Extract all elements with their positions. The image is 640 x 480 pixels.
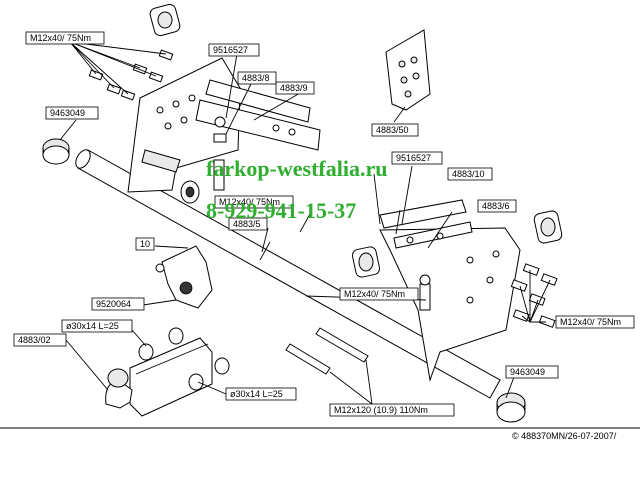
label-bush-top: ø30x14 L=25 [66,321,119,331]
label-4883-9: 4883/9 [280,83,308,93]
label-4883-8: 4883/8 [242,73,270,83]
bolts-right [510,263,558,328]
label-bolt-long: M12x120 (10.9) 110Nm [334,405,428,415]
label-4883-02: 4883/02 [18,335,51,345]
leader-lines [59,41,551,405]
bushings [138,327,230,391]
bolt-center [419,274,431,311]
right-bracket-plate [379,199,521,382]
part-labels: M12x40/ 75Nm 9516527 4883/8 4883/9 4883/… [13,31,635,417]
label-9516527-top: 9516527 [213,45,248,55]
watermark: farkop-westfalia.ru 8-929-941-15-37 [206,156,387,223]
label-4883-5: 4883/5 [233,219,261,229]
washer-right-lower [351,246,381,278]
label-bolt-right-lower: M12x40/ 75Nm [344,289,405,299]
manual-booklet-icon [385,29,431,111]
label-9463049-left: 9463049 [50,108,85,118]
label-4883-10: 4883/10 [452,169,485,179]
ball-neck-carrier [129,337,213,417]
washer-top [149,3,181,37]
washers-mid-left [180,116,227,204]
long-bolts [285,327,369,375]
label-bolt-mid: M12x40/ 75Nm [219,197,280,207]
socket-plate [155,245,213,309]
label-4883-50: 4883/50 [376,125,409,135]
label-10: 10 [140,239,150,249]
label-9520064: 9520064 [96,299,131,309]
label-bush-bottom: ø30x14 L=25 [230,389,283,399]
tow-ball [105,368,133,409]
label-9516527-mid: 9516527 [396,153,431,163]
label-bolt-right: M12x40/ 75Nm [560,317,621,327]
left-bracket-plate [127,57,321,193]
label-bolt-top: M12x40/ 75Nm [30,33,91,43]
tube-end-cap-right [496,392,526,423]
watermark-phone: 8-929-941-15-37 [206,198,356,223]
label-4883-6: 4883/6 [482,201,510,211]
footer-code: © 488370MN/26-07-2007/ [512,431,617,441]
cross-tube [75,149,501,399]
tube-end-cap-left [42,138,70,165]
washer-right-upper [533,210,563,244]
label-9463049-right: 9463049 [510,367,545,377]
watermark-site: farkop-westfalia.ru [206,156,387,181]
